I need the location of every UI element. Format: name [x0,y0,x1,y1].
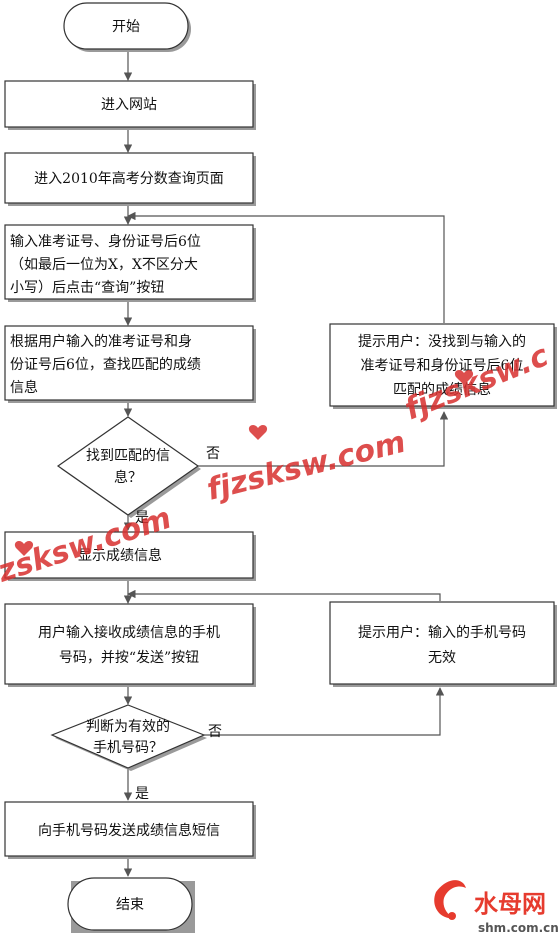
score-page-label: 进入2010年高考分数查询页面 [34,170,224,187]
not-found-line-1: 提示用户：没找到与输入的 [358,333,526,350]
watermark-1: fjzsksw.com [203,425,409,508]
invalid-phone-line-2: 无效 [428,650,456,666]
node-not-found-prompt: 提示用户：没找到与输入的 准考证号和身份证号后6位 匹配的成绩信息 [329,323,557,409]
logo-name: 水母网 [474,890,546,918]
invalid-phone-line-1: 提示用户：输入的手机号码 [358,624,526,641]
edge-invalid [204,687,445,736]
valid-decision-line-1: 判断为有效的 [86,719,170,735]
heart-icon [248,425,268,440]
input-phone-line-1: 用户输入接收成绩信息的手机 [38,624,220,641]
input-phone-line-2: 号码，并按“发送”按钮 [59,650,199,666]
logo-domain: shm.com.cn [478,921,559,935]
jellyfish-icon-dot [448,912,456,920]
node-start: 开始 [63,2,191,52]
node-show-score: 显示成绩信息 [4,531,256,581]
not-found-line-3: 匹配的成绩信息 [393,381,491,398]
valid-yes-label: 是 [135,786,149,802]
search-line-1: 根据用户输入的准考证号和身 [10,333,192,350]
node-input-id: 输入准考证号、身份证号后6位 （如最后一位为X，X不区分大 小写）后点击“查询”… [4,224,256,302]
jellyfish-icon [434,880,466,919]
show-score-label: 显示成绩信息 [78,547,162,564]
node-send-sms: 向手机号码发送成绩信息短信 [4,801,256,859]
enter-site-label: 进入网站 [101,97,157,113]
start-label: 开始 [112,19,140,35]
found-decision-line-2: 息？ [114,469,142,486]
edge-not-found [198,411,449,467]
connectors [123,50,449,877]
node-score-page: 进入2010年高考分数查询页面 [4,152,256,206]
found-yes-label: 是 [135,510,149,526]
node-invalid-phone-prompt: 提示用户：输入的手机号码 无效 [329,601,557,687]
node-search: 根据用户输入的准考证号和身 份证号后6位，查找匹配的成绩 信息 [4,325,256,403]
end-label: 结束 [116,897,144,913]
valid-decision-line-2: 手机号码？ [93,740,163,756]
edge-retry-loop [127,211,445,323]
input-id-line-1: 输入准考证号、身份证号后6位 [10,234,201,250]
watermark-text-1: fjzsksw.com [203,425,409,508]
send-sms-label: 向手机号码发送成绩信息短信 [38,822,220,839]
heart-icon [14,541,34,556]
input-id-line-2: （如最后一位为X，X不区分大 [10,257,198,273]
heart-icon [454,370,474,385]
node-input-phone: 用户输入接收成绩信息的手机 号码，并按“发送”按钮 [4,603,256,687]
input-id-line-3: 小写）后点击“查询”按钮 [10,280,164,296]
not-found-line-2: 准考证号和身份证号后6位 [361,358,524,374]
search-line-2: 份证号后6位，查找匹配的成绩 [10,357,201,373]
node-valid-decision: 判断为有效的 手机号码？ [50,704,207,771]
edge-reinput-loop [127,589,441,601]
node-enter-site: 进入网站 [4,80,256,130]
found-decision-line-1: 找到匹配的信 [86,448,170,464]
node-found-decision: 找到匹配的信 息？ [56,416,201,518]
search-line-3: 信息 [10,379,38,396]
found-no-label: 否 [206,446,220,462]
node-end: 结束 [67,877,195,933]
valid-no-label: 否 [208,724,222,740]
logo: 水母网 shm.com.cn [434,880,559,935]
